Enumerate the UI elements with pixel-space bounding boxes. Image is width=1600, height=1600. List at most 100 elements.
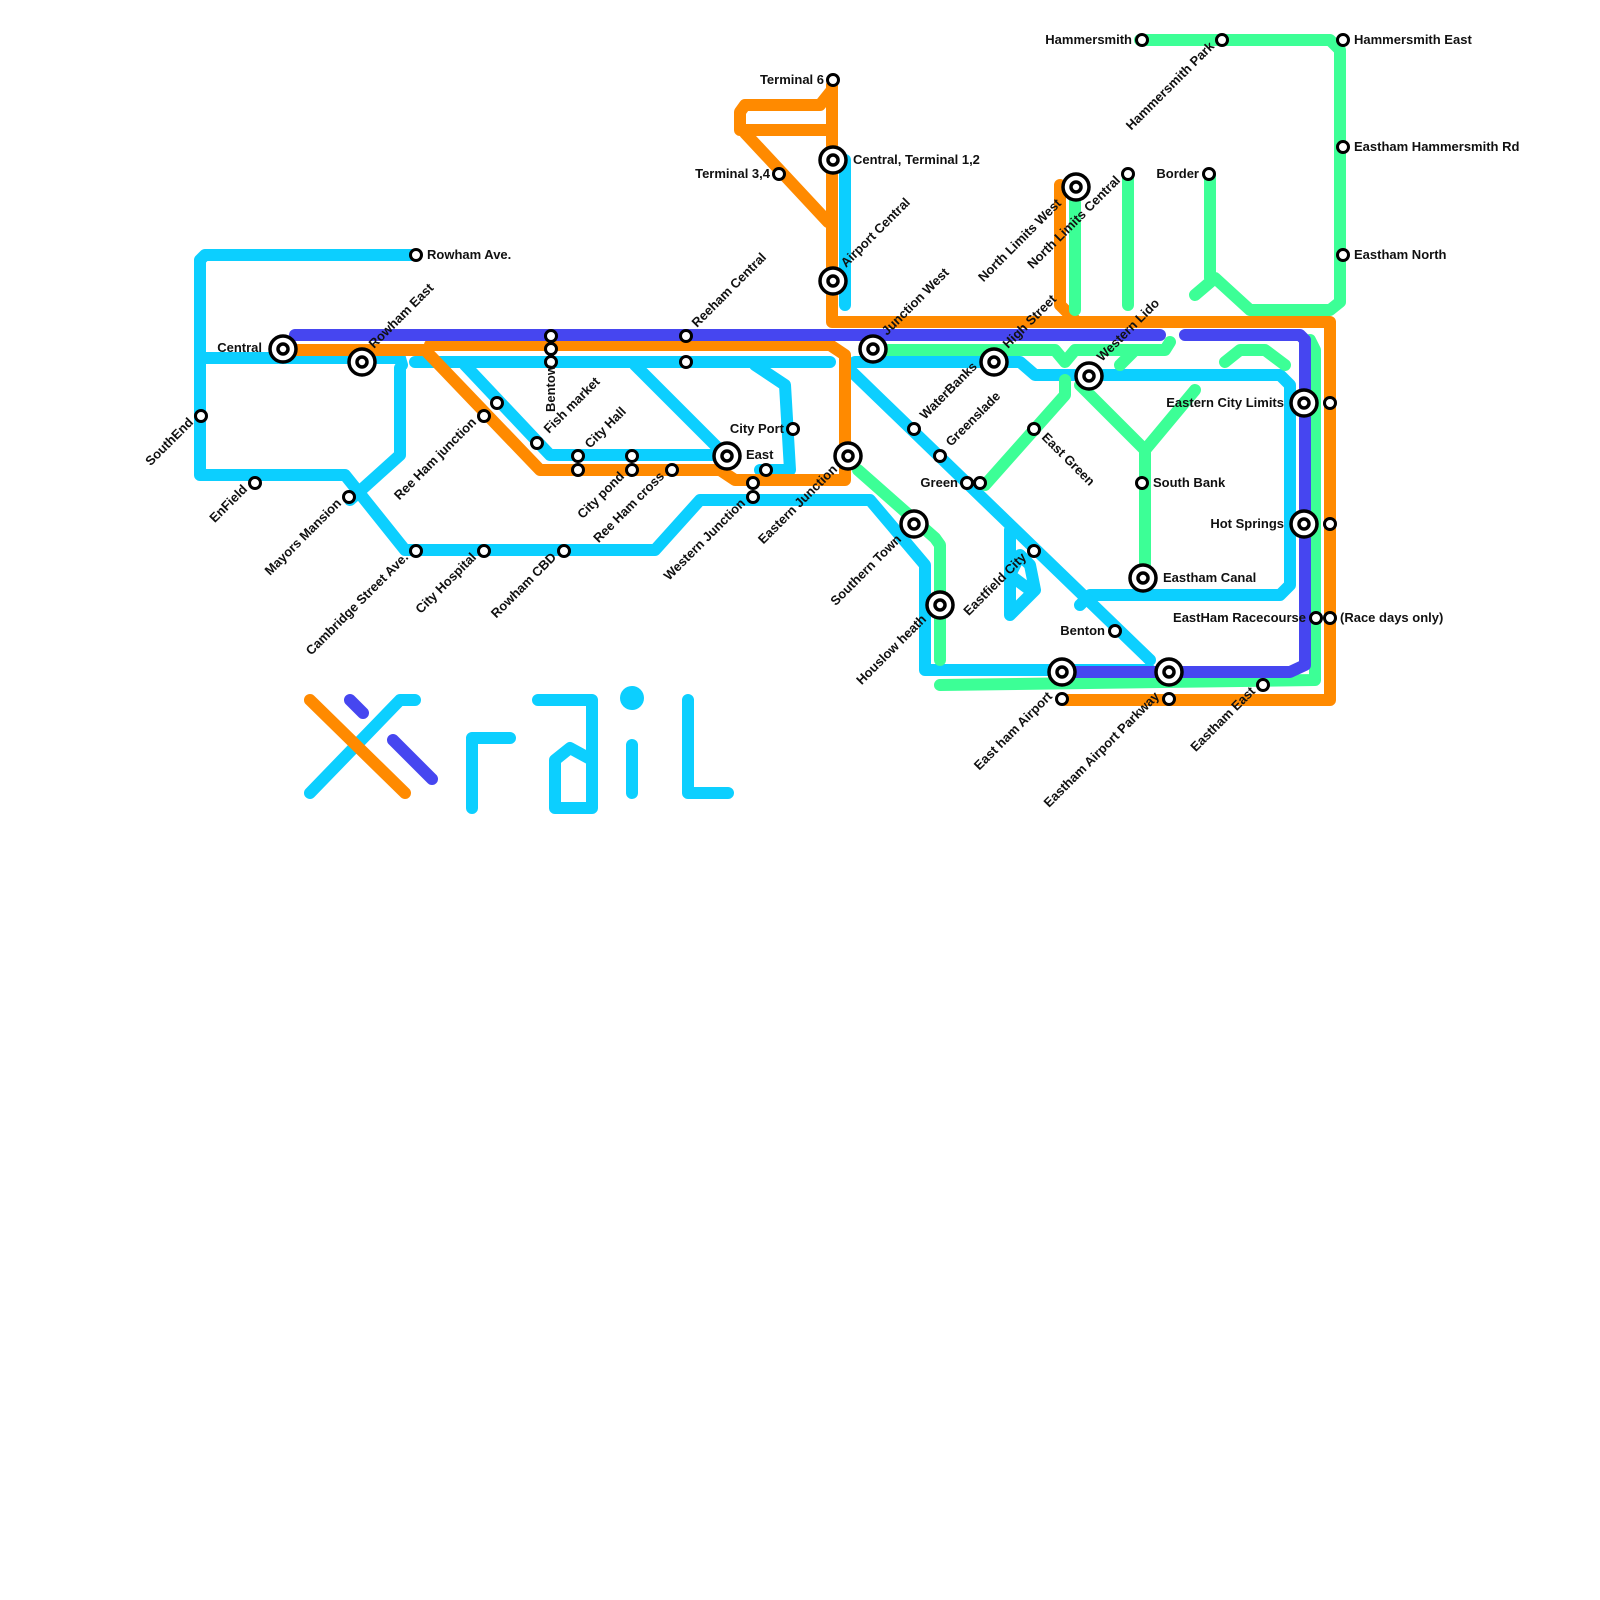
logo-i-dot (620, 686, 644, 710)
station-city-pond-b[interactable] (625, 463, 639, 477)
label-rowham-cbd: Rowham CBD (488, 550, 559, 621)
station-eastham-racecourse-b[interactable] (1323, 611, 1337, 625)
station-east-ham-airport[interactable] (1047, 657, 1077, 687)
station-greenslade[interactable] (933, 449, 947, 463)
station-border[interactable] (1202, 167, 1216, 181)
station-green-b[interactable] (973, 476, 987, 490)
label-enfield: EnField (206, 481, 250, 525)
station-south-bank[interactable] (1135, 476, 1149, 490)
station-ree-ham-cross[interactable] (665, 463, 679, 477)
station-cambridge-street[interactable] (409, 544, 423, 558)
cyan-line-diagonal (844, 364, 1156, 666)
cyan-line (194, 154, 1296, 676)
station-rowham-east[interactable] (347, 347, 377, 377)
label-terminal-6: Terminal 6 (760, 72, 824, 87)
station-eastham-airport-parkway-b[interactable] (1162, 692, 1176, 706)
station-bentow-c[interactable] (544, 355, 558, 369)
orange-line-terminal-loop (734, 84, 838, 228)
cyan-line-fish-market (459, 359, 731, 461)
station-southern-town[interactable] (899, 509, 929, 539)
label-hot-springs: Hot Springs (1210, 516, 1284, 531)
station-ree-ham-junction-b[interactable] (490, 396, 504, 410)
station-city-port[interactable] (786, 422, 800, 436)
station-terminal-6[interactable] (826, 73, 840, 87)
cyan-line-southend-loop (194, 352, 1156, 676)
station-green-a[interactable] (960, 476, 974, 490)
station-bentow-b[interactable] (544, 342, 558, 356)
station-eastham-canal[interactable] (1128, 563, 1158, 593)
orange-line-north-limits (1054, 179, 1081, 326)
simple-stations (194, 33, 1350, 706)
station-benton[interactable] (1108, 624, 1122, 638)
label-south-bank: South Bank (1153, 475, 1226, 490)
logo-x-blue-bottom (387, 734, 438, 785)
station-waterbanks[interactable] (907, 422, 921, 436)
station-eastham-hammersmith-rd[interactable] (1336, 140, 1350, 154)
station-east-ham-airport-b[interactable] (1055, 692, 1069, 706)
station-eastham-airport-parkway[interactable] (1154, 657, 1184, 687)
station-city-pond-a[interactable] (625, 449, 639, 463)
station-central[interactable] (268, 334, 298, 364)
station-airport-central[interactable] (818, 266, 848, 296)
label-hammersmith-east: Hammersmith East (1354, 32, 1472, 47)
label-southend: SouthEnd (142, 414, 196, 468)
logo-x-orange (304, 694, 411, 799)
logo-x-cyan (304, 694, 421, 799)
station-eastfield-city[interactable] (1027, 544, 1041, 558)
station-reeham-central-a[interactable] (679, 329, 693, 343)
green-line-green-station (979, 344, 1291, 581)
station-southend[interactable] (194, 409, 208, 423)
station-western-junction-a[interactable] (746, 476, 760, 490)
label-benton: Benton (1060, 623, 1105, 638)
station-junction-west[interactable] (858, 334, 888, 364)
label-city-hall: City Hall (582, 404, 629, 451)
station-hot-springs-b[interactable] (1323, 517, 1337, 531)
station-eastham-racecourse-a[interactable] (1309, 611, 1323, 625)
station-north-limits-central[interactable] (1121, 167, 1135, 181)
station-fish-market[interactable] (530, 436, 544, 450)
station-eastham-east[interactable] (1256, 678, 1270, 692)
label-southern-town: Southern Town (827, 531, 904, 608)
label-city-hospital: City Hospital (412, 550, 479, 617)
label-border: Border (1156, 166, 1199, 181)
station-terminal-34[interactable] (772, 167, 786, 181)
station-houslow-heath[interactable] (925, 590, 955, 620)
station-city-hall-a[interactable] (571, 449, 585, 463)
station-hot-springs[interactable] (1289, 509, 1319, 539)
cyan-line-reeham-central (629, 359, 731, 461)
station-east-green[interactable] (1027, 422, 1041, 436)
station-central-terminal-12[interactable] (818, 145, 848, 175)
station-bentow-a[interactable] (544, 329, 558, 343)
station-east[interactable] (712, 441, 742, 471)
label-east-ham-airport: East ham Airport (971, 688, 1056, 773)
station-hammersmith[interactable] (1135, 33, 1149, 47)
logo-letter-r (466, 732, 516, 814)
label-central: Central (217, 340, 262, 355)
station-eastern-junction[interactable] (833, 441, 863, 471)
cyan-line-junction-west (849, 356, 1296, 611)
label-mayors-mansion: Mayors Mansion (261, 495, 344, 578)
station-high-street[interactable] (979, 347, 1009, 377)
cyan-line-mayors-branch (344, 362, 406, 506)
station-eastern-city-limits[interactable] (1289, 388, 1319, 418)
orange-line-main (289, 339, 851, 486)
label-eastham-north: Eastham North (1354, 247, 1447, 262)
station-city-hospital[interactable] (477, 544, 491, 558)
station-rowham-ave[interactable] (409, 248, 423, 262)
station-reeham-central-b[interactable] (679, 355, 693, 369)
station-mayors-mansion[interactable] (342, 490, 356, 504)
station-western-lido[interactable] (1074, 361, 1104, 391)
station-north-limits-west[interactable] (1061, 172, 1091, 202)
station-city-hall-b[interactable] (571, 463, 585, 477)
station-eastern-city-limits-b[interactable] (1323, 396, 1337, 410)
station-hammersmith-east[interactable] (1336, 33, 1350, 47)
label-east-green: East Green (1039, 430, 1098, 489)
station-enfield[interactable] (248, 476, 262, 490)
station-hammersmith-park[interactable] (1215, 33, 1229, 47)
station-ree-ham-junction-a[interactable] (477, 409, 491, 423)
station-east-b[interactable] (759, 463, 773, 477)
station-eastham-north[interactable] (1336, 248, 1350, 262)
station-western-junction-b[interactable] (746, 490, 760, 504)
xrail-logo (304, 686, 734, 814)
station-rowham-cbd[interactable] (557, 544, 571, 558)
